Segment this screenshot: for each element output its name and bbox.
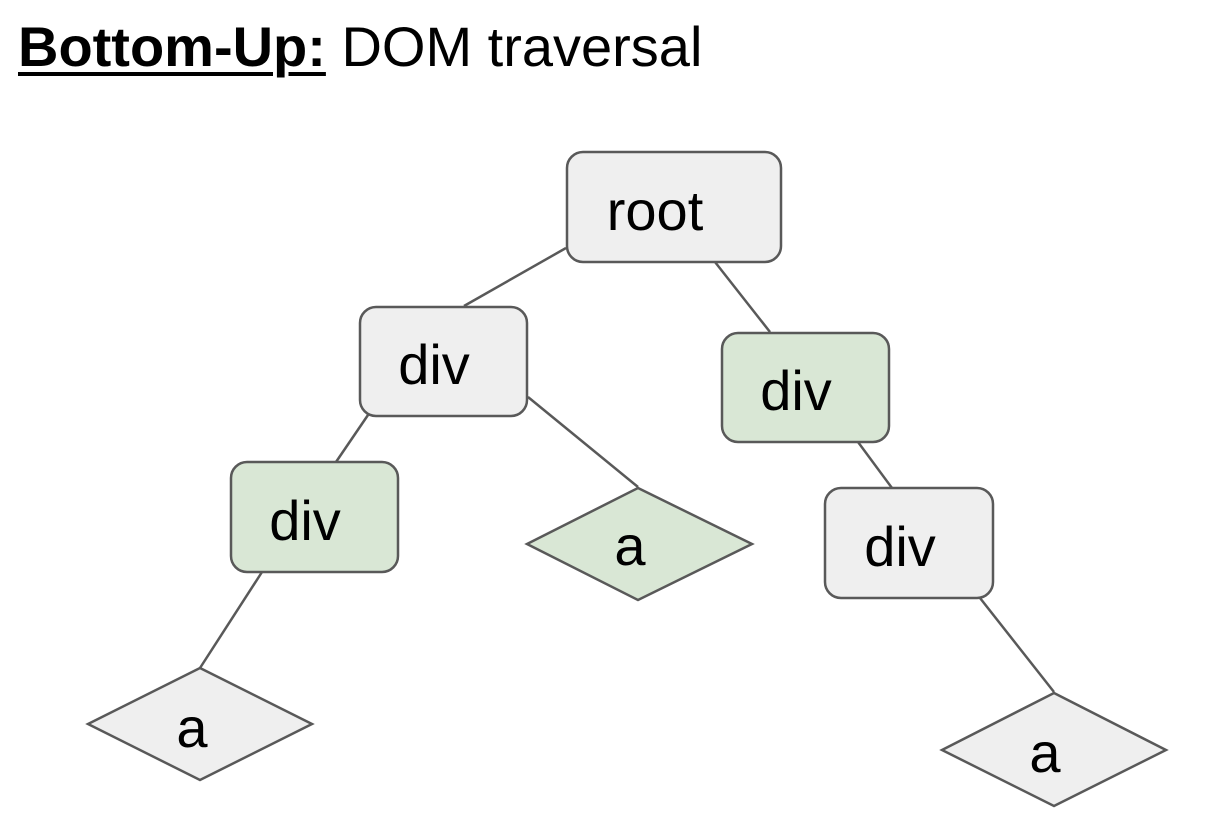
tree-node-div-right-child: div [823, 486, 995, 600]
tree-node-div-right: div [720, 331, 891, 444]
edge-div-left-left-a [198, 571, 264, 669]
tree-node-div-left-left: div [229, 460, 400, 574]
node-label: a [1029, 721, 1061, 784]
edge-div-left-div-left-left [334, 414, 370, 463]
tree-node-a-left-right: a [524, 486, 755, 602]
edge-div-right-div-right-child [856, 441, 894, 489]
tree-node-a-left-left-child: a [85, 666, 315, 782]
node-label: div [269, 489, 341, 552]
edge-root-div-right [714, 261, 771, 333]
node-label: root [607, 179, 704, 242]
title-rest: DOM traversal [325, 15, 703, 78]
page-title: Bottom-Up: DOM traversal [18, 14, 702, 80]
node-label: div [760, 359, 832, 422]
edge-div-right-child-a [979, 597, 1055, 693]
edge-div-left-a [527, 396, 639, 488]
title-prefix: Bottom-Up: [18, 15, 326, 78]
node-label: div [864, 515, 936, 578]
tree-node-root: root [565, 150, 783, 264]
edge-root-div-left [463, 246, 567, 308]
node-label: div [398, 333, 470, 396]
tree-node-div-left: div [358, 305, 529, 418]
node-label: a [176, 696, 208, 759]
node-label: a [614, 514, 646, 577]
tree-node-a-right-child: a [939, 691, 1169, 808]
